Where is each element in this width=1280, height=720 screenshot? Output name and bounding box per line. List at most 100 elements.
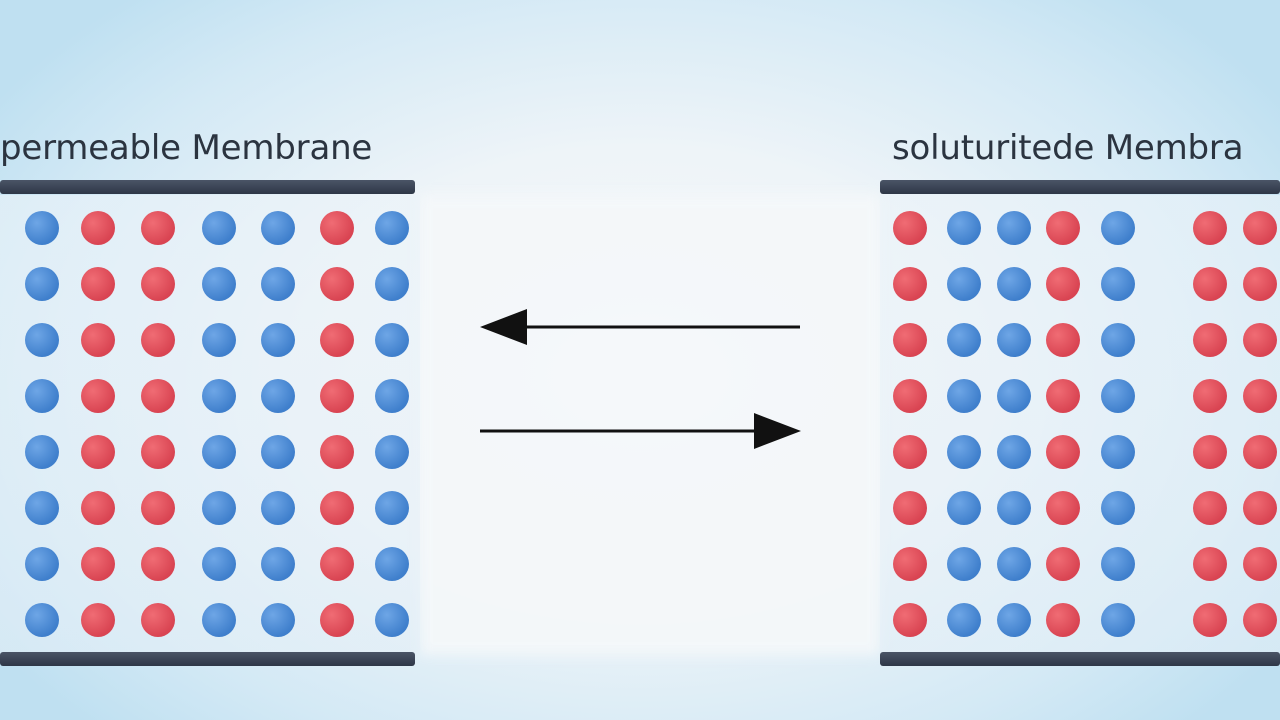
blue-particle <box>947 211 981 245</box>
blue-particle <box>202 211 236 245</box>
blue-particle <box>375 379 409 413</box>
blue-particle <box>997 435 1031 469</box>
blue-particle <box>947 435 981 469</box>
red-particle <box>893 379 927 413</box>
red-particle <box>1243 211 1277 245</box>
red-particle <box>893 323 927 357</box>
red-particle <box>81 267 115 301</box>
red-particle <box>320 323 354 357</box>
left-membrane-label: permeable Membrane <box>0 128 373 168</box>
blue-particle <box>261 491 295 525</box>
red-particle <box>320 547 354 581</box>
red-particle <box>893 267 927 301</box>
blue-particle <box>947 267 981 301</box>
red-particle <box>141 323 175 357</box>
blue-particle <box>202 491 236 525</box>
red-particle <box>1193 211 1227 245</box>
blue-particle <box>25 323 59 357</box>
red-particle <box>1046 603 1080 637</box>
red-particle <box>1243 547 1277 581</box>
red-particle <box>1193 323 1227 357</box>
blue-particle <box>997 379 1031 413</box>
red-particle <box>1243 435 1277 469</box>
blue-particle <box>25 547 59 581</box>
blue-particle <box>375 211 409 245</box>
red-particle <box>1193 491 1227 525</box>
red-particle <box>81 211 115 245</box>
red-particle <box>81 491 115 525</box>
red-particle <box>1193 379 1227 413</box>
blue-particle <box>947 379 981 413</box>
red-particle <box>1046 323 1080 357</box>
blue-particle <box>202 267 236 301</box>
red-particle <box>893 211 927 245</box>
blue-particle <box>997 547 1031 581</box>
blue-particle <box>202 603 236 637</box>
red-particle <box>81 547 115 581</box>
blue-particle <box>1101 603 1135 637</box>
red-particle <box>1193 267 1227 301</box>
red-particle <box>893 435 927 469</box>
blue-particle <box>1101 379 1135 413</box>
red-particle <box>141 547 175 581</box>
red-particle <box>893 491 927 525</box>
red-particle <box>1243 379 1277 413</box>
red-particle <box>1193 603 1227 637</box>
red-particle <box>141 379 175 413</box>
blue-particle <box>997 491 1031 525</box>
blue-particle <box>1101 435 1135 469</box>
left-membrane-top-bar <box>0 180 415 194</box>
right-particle-grid <box>880 200 1280 650</box>
red-particle <box>1243 603 1277 637</box>
arrow-right <box>480 413 801 449</box>
left-particle-grid <box>0 200 420 650</box>
blue-particle <box>375 603 409 637</box>
red-particle <box>141 603 175 637</box>
blue-particle <box>1101 491 1135 525</box>
arrow-left <box>480 309 800 345</box>
blue-particle <box>997 211 1031 245</box>
blue-particle <box>25 435 59 469</box>
blue-particle <box>947 491 981 525</box>
blue-particle <box>375 491 409 525</box>
blue-particle <box>25 603 59 637</box>
red-particle <box>1243 491 1277 525</box>
red-particle <box>81 435 115 469</box>
blue-particle <box>261 603 295 637</box>
blue-particle <box>202 435 236 469</box>
red-particle <box>320 603 354 637</box>
red-particle <box>893 603 927 637</box>
blue-particle <box>261 435 295 469</box>
blue-particle <box>375 435 409 469</box>
right-membrane-label: soluturitede Membra <box>892 128 1244 168</box>
blue-particle <box>947 603 981 637</box>
blue-particle <box>997 603 1031 637</box>
blue-particle <box>997 323 1031 357</box>
red-particle <box>81 603 115 637</box>
red-particle <box>141 491 175 525</box>
red-particle <box>1193 435 1227 469</box>
blue-particle <box>261 547 295 581</box>
blue-particle <box>202 323 236 357</box>
red-particle <box>320 211 354 245</box>
red-particle <box>320 435 354 469</box>
right-membrane-bottom-bar <box>880 652 1280 666</box>
red-particle <box>1243 267 1277 301</box>
blue-particle <box>947 323 981 357</box>
blue-particle <box>25 491 59 525</box>
center-background <box>420 195 880 655</box>
red-particle <box>81 323 115 357</box>
blue-particle <box>375 547 409 581</box>
red-particle <box>1046 547 1080 581</box>
blue-particle <box>25 211 59 245</box>
blue-particle <box>261 379 295 413</box>
red-particle <box>1046 491 1080 525</box>
red-particle <box>320 379 354 413</box>
blue-particle <box>25 267 59 301</box>
blue-particle <box>261 323 295 357</box>
red-particle <box>141 211 175 245</box>
left-membrane-bottom-bar <box>0 652 415 666</box>
red-particle <box>1193 547 1227 581</box>
blue-particle <box>1101 211 1135 245</box>
